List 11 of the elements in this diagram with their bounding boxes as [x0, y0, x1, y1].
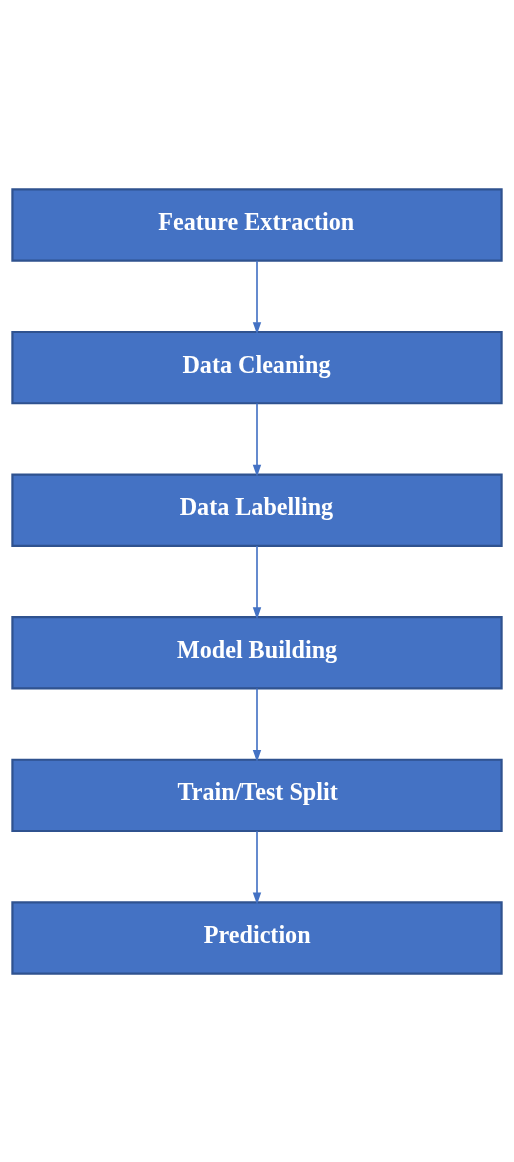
arrow [252, 402, 262, 477]
node-box: Data Cleaning [11, 330, 503, 404]
node-box: Train/Test Split [11, 758, 503, 832]
node-box: Data Labelling [11, 472, 503, 547]
node-box: Model Building [11, 615, 503, 690]
node-box: Feature Extraction [11, 187, 503, 262]
arrow [252, 259, 262, 334]
arrow [252, 829, 262, 905]
arrow [252, 687, 262, 762]
arrow [252, 544, 262, 619]
node-box: Prediction [11, 900, 503, 975]
